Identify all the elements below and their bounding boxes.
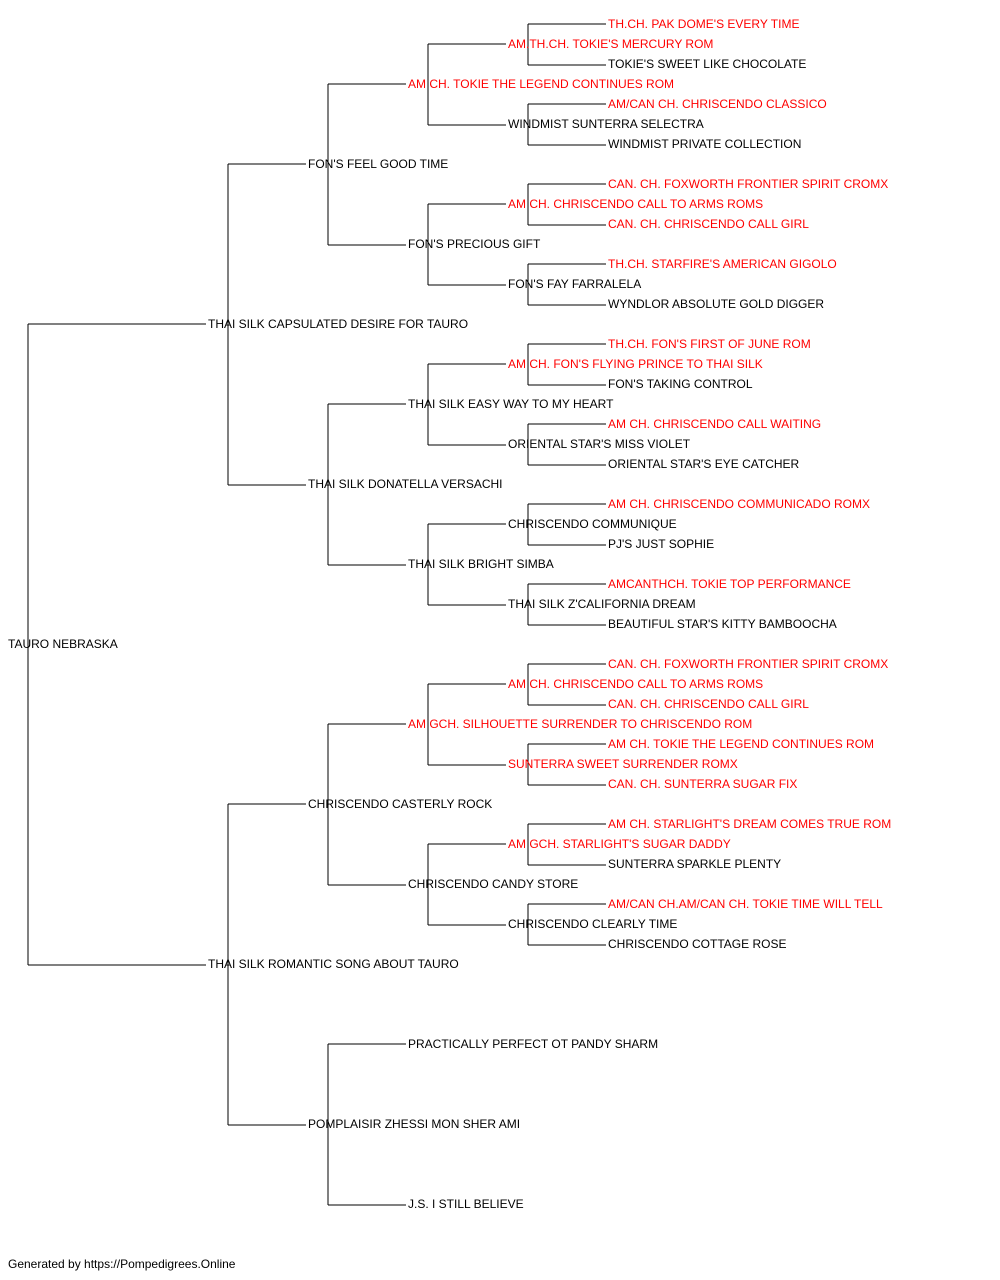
dam-name[interactable]: SUNTERRA SPARKLE PLENTY bbox=[608, 857, 781, 871]
pedigree-chart: TAURO NEBRASKA THAI SILK CAPSULATED DESIR… bbox=[8, 17, 891, 1211]
dam-name[interactable]: ORIENTAL STAR'S EYE CATCHER bbox=[608, 457, 800, 471]
sire-name[interactable]: AM CH. CHRISCENDO CALL TO ARMS ROMS bbox=[508, 197, 763, 211]
dam-name[interactable]: CHRISCENDO CLEARLY TIME bbox=[508, 917, 677, 931]
subject-name[interactable]: TAURO NEBRASKA bbox=[8, 637, 118, 651]
dam-name[interactable]: SUNTERRA SWEET SURRENDER ROMX bbox=[508, 757, 738, 771]
dam-name[interactable]: J.S. I STILL BELIEVE bbox=[408, 1197, 524, 1211]
dam-name[interactable]: ORIENTAL STAR'S MISS VIOLET bbox=[508, 437, 691, 451]
dam-name[interactable]: POMPLAISIR ZHESSI MON SHER AMI bbox=[308, 1117, 520, 1131]
sire-name[interactable]: TH.CH. PAK DOME'S EVERY TIME bbox=[608, 17, 799, 31]
sire-name[interactable]: AM CH. CHRISCENDO COMMUNICADO ROMX bbox=[608, 497, 870, 511]
sire-name[interactable]: AM CH. CHRISCENDO CALL WAITING bbox=[608, 417, 821, 431]
sire-name[interactable]: TH.CH. FON'S FIRST OF JUNE ROM bbox=[608, 337, 811, 351]
sire-name[interactable]: THAI SILK EASY WAY TO MY HEART bbox=[408, 397, 614, 411]
sire-name[interactable]: AM CH. TOKIE THE LEGEND CONTINUES ROM bbox=[608, 737, 874, 751]
sire-name[interactable]: CHRISCENDO COMMUNIQUE bbox=[508, 517, 677, 531]
sire-name[interactable]: AM GCH. STARLIGHT'S SUGAR DADDY bbox=[508, 837, 731, 851]
sire-name[interactable]: CHRISCENDO CASTERLY ROCK bbox=[308, 797, 492, 811]
dam-name[interactable]: THAI SILK DONATELLA VERSACHI bbox=[308, 477, 503, 491]
sire-name[interactable]: AM/CAN CH.AM/CAN CH. TOKIE TIME WILL TEL… bbox=[608, 897, 883, 911]
dam-name[interactable]: TOKIE'S SWEET LIKE CHOCOLATE bbox=[608, 57, 806, 71]
dam-name[interactable]: WYNDLOR ABSOLUTE GOLD DIGGER bbox=[608, 297, 824, 311]
sire-name[interactable]: AM.TH.CH. TOKIE'S MERCURY ROM bbox=[508, 37, 713, 51]
dam-name[interactable]: THAI SILK BRIGHT SIMBA bbox=[408, 557, 554, 571]
dam-name[interactable]: CAN. CH. SUNTERRA SUGAR FIX bbox=[608, 777, 797, 791]
sire-name[interactable]: AM CH. FON'S FLYING PRINCE TO THAI SILK bbox=[508, 357, 763, 371]
dam-name[interactable]: FON'S PRECIOUS GIFT bbox=[408, 237, 541, 251]
dam-name[interactable]: CHRISCENDO CANDY STORE bbox=[408, 877, 578, 891]
dam-name[interactable]: THAI SILK Z'CALIFORNIA DREAM bbox=[508, 597, 696, 611]
dam-name[interactable]: CHRISCENDO COTTAGE ROSE bbox=[608, 937, 786, 951]
dam-name[interactable]: WINDMIST PRIVATE COLLECTION bbox=[608, 137, 801, 151]
sire-name[interactable]: CAN. CH. FOXWORTH FRONTIER SPIRIT CROMX bbox=[608, 177, 888, 191]
dam-name[interactable]: WINDMIST SUNTERRA SELECTRA bbox=[508, 117, 704, 131]
sire-name[interactable]: AM CH. CHRISCENDO CALL TO ARMS ROMS bbox=[508, 677, 763, 691]
sire-name[interactable]: PRACTICALLY PERFECT OT PANDY SHARM bbox=[408, 1037, 658, 1051]
dam-name[interactable]: PJ'S JUST SOPHIE bbox=[608, 537, 714, 551]
sire-name[interactable]: AMCANTHCH. TOKIE TOP PERFORMANCE bbox=[608, 577, 851, 591]
dam-name[interactable]: BEAUTIFUL STAR'S KITTY BAMBOOCHA bbox=[608, 617, 837, 631]
sire-name[interactable]: AM/CAN CH. CHRISCENDO CLASSICO bbox=[608, 97, 827, 111]
dam-name[interactable]: CAN. CH. CHRISCENDO CALL GIRL bbox=[608, 697, 809, 711]
sire-name[interactable]: AM CH. STARLIGHT'S DREAM COMES TRUE ROM bbox=[608, 817, 891, 831]
sire-name[interactable]: TH.CH. STARFIRE'S AMERICAN GIGOLO bbox=[608, 257, 837, 271]
dam-name[interactable]: THAI SILK ROMANTIC SONG ABOUT TAURO bbox=[208, 957, 459, 971]
dam-name[interactable]: CAN. CH. CHRISCENDO CALL GIRL bbox=[608, 217, 809, 231]
sire-name[interactable]: CAN. CH. FOXWORTH FRONTIER SPIRIT CROMX bbox=[608, 657, 888, 671]
sire-name[interactable]: AM GCH. SILHOUETTE SURRENDER TO CHRISCEN… bbox=[408, 717, 752, 731]
sire-name[interactable]: FON'S FEEL GOOD TIME bbox=[308, 157, 448, 171]
sire-name[interactable]: THAI SILK CAPSULATED DESIRE FOR TAURO bbox=[208, 317, 468, 331]
dam-name[interactable]: FON'S TAKING CONTROL bbox=[608, 377, 753, 391]
dam-name[interactable]: FON'S FAY FARRALELA bbox=[508, 277, 641, 291]
sire-name[interactable]: AM CH. TOKIE THE LEGEND CONTINUES ROM bbox=[408, 77, 674, 91]
footer-credit: Generated by https://Pompedigrees.Online bbox=[8, 1257, 236, 1271]
